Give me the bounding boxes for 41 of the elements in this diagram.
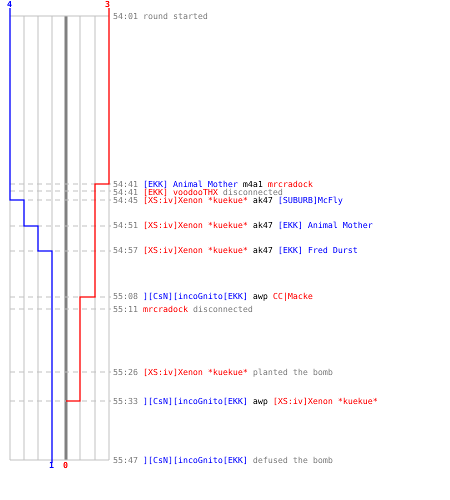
player-name: [SUBURB]McFly bbox=[278, 195, 343, 205]
weapon-name: ak47 bbox=[252, 195, 273, 205]
weapon-name: ak47 bbox=[252, 220, 273, 230]
player-name: [EKK] Animal Mother bbox=[278, 220, 373, 230]
weapon-name: m4a1 bbox=[242, 179, 263, 189]
count-label: 3 bbox=[105, 0, 110, 9]
player-name: ][CsN][incoGnito[EKK] bbox=[142, 455, 248, 465]
timestamp: 55:33 bbox=[113, 396, 138, 406]
weapon-name: awp bbox=[252, 396, 268, 406]
timestamp: 54:45 bbox=[113, 195, 138, 205]
count-label: 4 bbox=[7, 0, 12, 9]
count-label: 0 bbox=[63, 461, 68, 470]
timestamp: 55:47 bbox=[113, 455, 138, 465]
timestamp: 54:01 bbox=[113, 11, 138, 21]
player-name: [XS:iv]Xenon *kuekue* bbox=[272, 396, 378, 406]
player-name: mrcradock bbox=[142, 304, 188, 314]
event-text: round started bbox=[142, 11, 208, 21]
event-text: disconnected bbox=[222, 187, 283, 197]
event-text: planted the bomb bbox=[252, 367, 333, 377]
player-name: [EKK] Fred Durst bbox=[278, 245, 358, 255]
player-name: [XS:iv]Xenon *kuekue* bbox=[142, 245, 248, 255]
event-text: defused the bomb bbox=[252, 455, 333, 465]
player-name: [EKK] voodooTHX bbox=[142, 187, 218, 197]
event-text: disconnected bbox=[192, 304, 253, 314]
timestamp: 55:26 bbox=[113, 367, 138, 377]
player-name: mrcradock bbox=[268, 179, 313, 189]
player-name: ][CsN][incoGnito[EKK] bbox=[142, 396, 248, 406]
player-name: [XS:iv]Xenon *kuekue* bbox=[142, 195, 248, 205]
player-name: ][CsN][incoGnito[EKK] bbox=[142, 291, 248, 301]
timestamp: 54:41 bbox=[113, 187, 138, 197]
timestamp: 54:41 bbox=[113, 179, 138, 189]
timestamp: 54:57 bbox=[113, 245, 138, 255]
timestamp: 55:08 bbox=[113, 291, 138, 301]
player-name: [XS:iv]Xenon *kuekue* bbox=[142, 220, 248, 230]
timestamp: 55:11 bbox=[113, 304, 138, 314]
timestamp: 54:51 bbox=[113, 220, 138, 230]
weapon-name: awp bbox=[252, 291, 268, 301]
player-name: [XS:iv]Xenon *kuekue* bbox=[142, 367, 248, 377]
player-name: CC|Macke bbox=[272, 291, 313, 301]
weapon-name: ak47 bbox=[252, 245, 273, 255]
player-name: [EKK] Animal Mother bbox=[142, 179, 238, 189]
